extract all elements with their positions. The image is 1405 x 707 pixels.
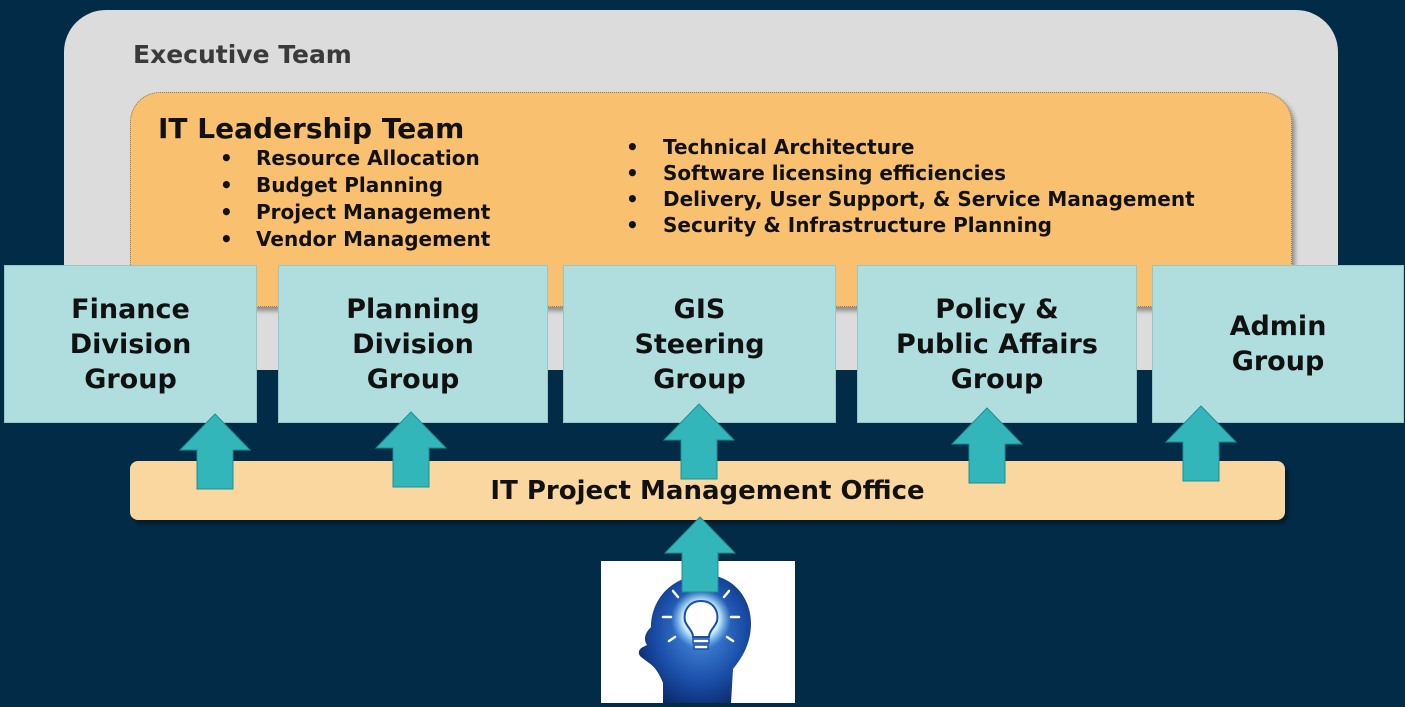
- executive-team-title: Executive Team: [133, 40, 352, 69]
- up-arrow-icon: [950, 407, 1024, 484]
- group-label: Admin Group: [1229, 311, 1327, 377]
- group-gis-steering: GIS Steering Group: [563, 265, 836, 423]
- group-admin: Admin Group: [1152, 265, 1404, 423]
- group-planning-division: Planning Division Group: [278, 265, 548, 423]
- up-arrow-icon: [663, 516, 737, 593]
- bullet-item: Software licensing efficiencies: [626, 160, 1195, 186]
- idea-image: [601, 561, 795, 703]
- bullet-item: Resource Allocation: [220, 145, 490, 172]
- bullet-item: Delivery, User Support, & Service Manage…: [626, 186, 1195, 212]
- up-arrow-icon: [662, 403, 736, 480]
- leadership-left-bullets: Resource Allocation Budget Planning Proj…: [220, 145, 490, 253]
- bullet-item: Budget Planning: [220, 172, 490, 199]
- group-finance-division: Finance Division Group: [4, 265, 257, 423]
- group-label: Finance Division Group: [69, 293, 192, 395]
- group-policy-public-affairs: Policy & Public Affairs Group: [857, 265, 1137, 423]
- bullet-item: Security & Infrastructure Planning: [626, 212, 1195, 238]
- group-label: Planning Division Group: [346, 293, 480, 395]
- leadership-right-bullets: Technical Architecture Software licensin…: [626, 134, 1195, 238]
- up-arrow-icon: [374, 411, 448, 488]
- it-leadership-title: IT Leadership Team: [158, 112, 465, 145]
- up-arrow-icon: [1164, 405, 1238, 482]
- head-lightbulb-icon: [638, 574, 751, 703]
- bullet-item: Vendor Management: [220, 226, 490, 253]
- bullet-item: Technical Architecture: [626, 134, 1195, 160]
- group-label: Policy & Public Affairs Group: [896, 293, 1098, 395]
- up-arrow-icon: [178, 413, 252, 490]
- it-pmo-label: IT Project Management Office: [490, 475, 925, 506]
- group-label: GIS Steering Group: [634, 293, 765, 395]
- bullet-item: Project Management: [220, 199, 490, 226]
